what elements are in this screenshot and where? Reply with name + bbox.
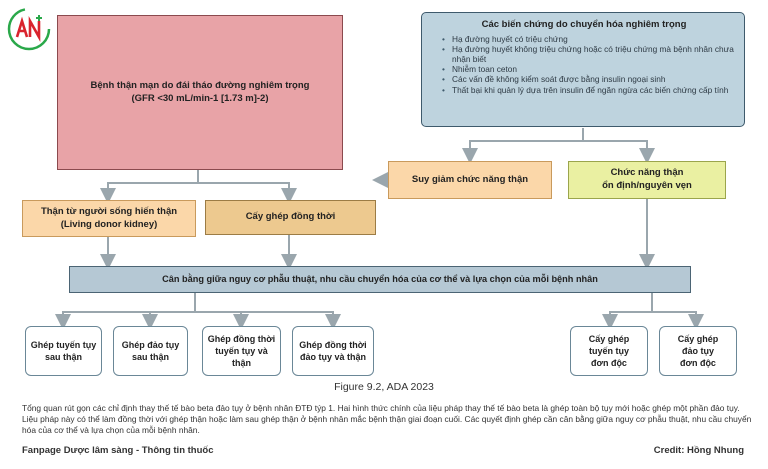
simultaneous-label: Cấy ghép đồng thời: [245, 211, 336, 223]
outcome-line: Cấy ghép: [677, 333, 719, 344]
declining-kidney-box: Suy giảm chức năng thận: [388, 161, 552, 199]
complication-item: Hạ đường huyết không triệu chứng hoặc có…: [442, 44, 734, 64]
balance-bar: Cân bằng giữa nguy cơ phẫu thuật, nhu cầ…: [69, 266, 691, 293]
complication-item: Thất bại khi quản lý dựa trên insulin để…: [442, 85, 734, 95]
outcome-line: Cấy ghép: [588, 333, 630, 344]
stable-kidney-line2: ổn định/nguyên vẹn: [602, 180, 692, 191]
outcome-line: sau thận: [131, 352, 169, 362]
simultaneous-box: Cấy ghép đồng thời: [205, 200, 376, 235]
stable-kidney-box: Chức năng thận ổn định/nguyên vẹn: [568, 161, 726, 199]
outcome-pancreas-alone: Cấy ghép tuyến tụy đơn độc: [570, 326, 648, 376]
outcome-line: tuyến tụy và thận: [215, 345, 268, 369]
connector-complications: [462, 128, 584, 164]
connector-nephropathy: [100, 170, 199, 204]
declining-kidney-label: Suy giảm chức năng thận: [411, 173, 529, 185]
outcome-line: sau thận: [44, 352, 82, 362]
outcome-islet-alone: Cấy ghép đảo tụy đơn độc: [659, 326, 737, 376]
complications-box: Các biến chứng do chuyển hóa nghiêm trọn…: [421, 12, 745, 127]
nephropathy-line2: (GFR <30 mL/min-1 [1.73 m]-2): [131, 92, 269, 104]
complications-list: Hạ đường huyết có triệu chứng Hạ đường h…: [434, 34, 734, 95]
complications-title: Các biến chứng do chuyển hóa nghiêm trọn…: [481, 19, 687, 30]
connector-balance: [55, 293, 196, 330]
outcome-line: đảo tụy và thận: [299, 352, 366, 362]
nephropathy-line1: Bệnh thận mạn do đái tháo đường nghiêm t…: [90, 79, 310, 91]
outcome-line: tuyến tụy: [588, 345, 629, 356]
footer-source: Fanpage Dược lâm sàng - Thông tin thuốc: [22, 445, 214, 456]
living-donor-line1: Thận từ người sống hiến thận: [40, 205, 178, 217]
outcome-islet-after-kidney: Ghép đảo tụy sau thận: [113, 326, 188, 376]
complication-item: Các vấn đề không kiểm soát được bằng ins…: [442, 74, 734, 84]
outcome-simultaneous-islet-kidney: Ghép đồng thời đảo tụy và thận: [292, 326, 374, 376]
living-donor-box: Thận từ người sống hiến thận (Living don…: [22, 200, 196, 237]
figure-description: Tổng quan rút gọn các chỉ định thay thế …: [22, 403, 752, 435]
outcome-line: đơn độc: [591, 358, 627, 369]
stable-kidney-line1: Chức năng thận: [610, 167, 684, 179]
outcome-line: Ghép đồng thời: [299, 339, 367, 350]
living-donor-line2: (Living donor kidney): [60, 218, 158, 230]
nephropathy-box: Bệnh thận mạn do đái tháo đường nghiêm t…: [57, 15, 343, 170]
complication-item: Nhiễm toan ceton: [442, 64, 734, 74]
figure-caption: Figure 9.2, ADA 2023: [334, 381, 434, 393]
outcome-line: đơn độc: [680, 358, 716, 369]
outcome-line: đảo tụy: [681, 345, 714, 356]
footer-credit: Credit: Hồng Nhung: [653, 445, 744, 456]
complication-item: Hạ đường huyết có triệu chứng: [442, 34, 734, 44]
outcome-line: Ghép đảo tụy: [121, 339, 180, 350]
outcome-pancreas-after-kidney: Ghép tuyến tụy sau thận: [25, 326, 102, 376]
outcome-line: Ghép đồng thời: [207, 333, 276, 344]
outcome-simultaneous-pancreas-kidney: Ghép đồng thời tuyến tụy và thận: [202, 326, 281, 376]
logo-icon: [7, 7, 51, 51]
balance-label: Cân bằng giữa nguy cơ phẫu thuật, nhu cầ…: [162, 274, 598, 285]
outcome-line: Ghép tuyến tụy: [30, 339, 97, 350]
